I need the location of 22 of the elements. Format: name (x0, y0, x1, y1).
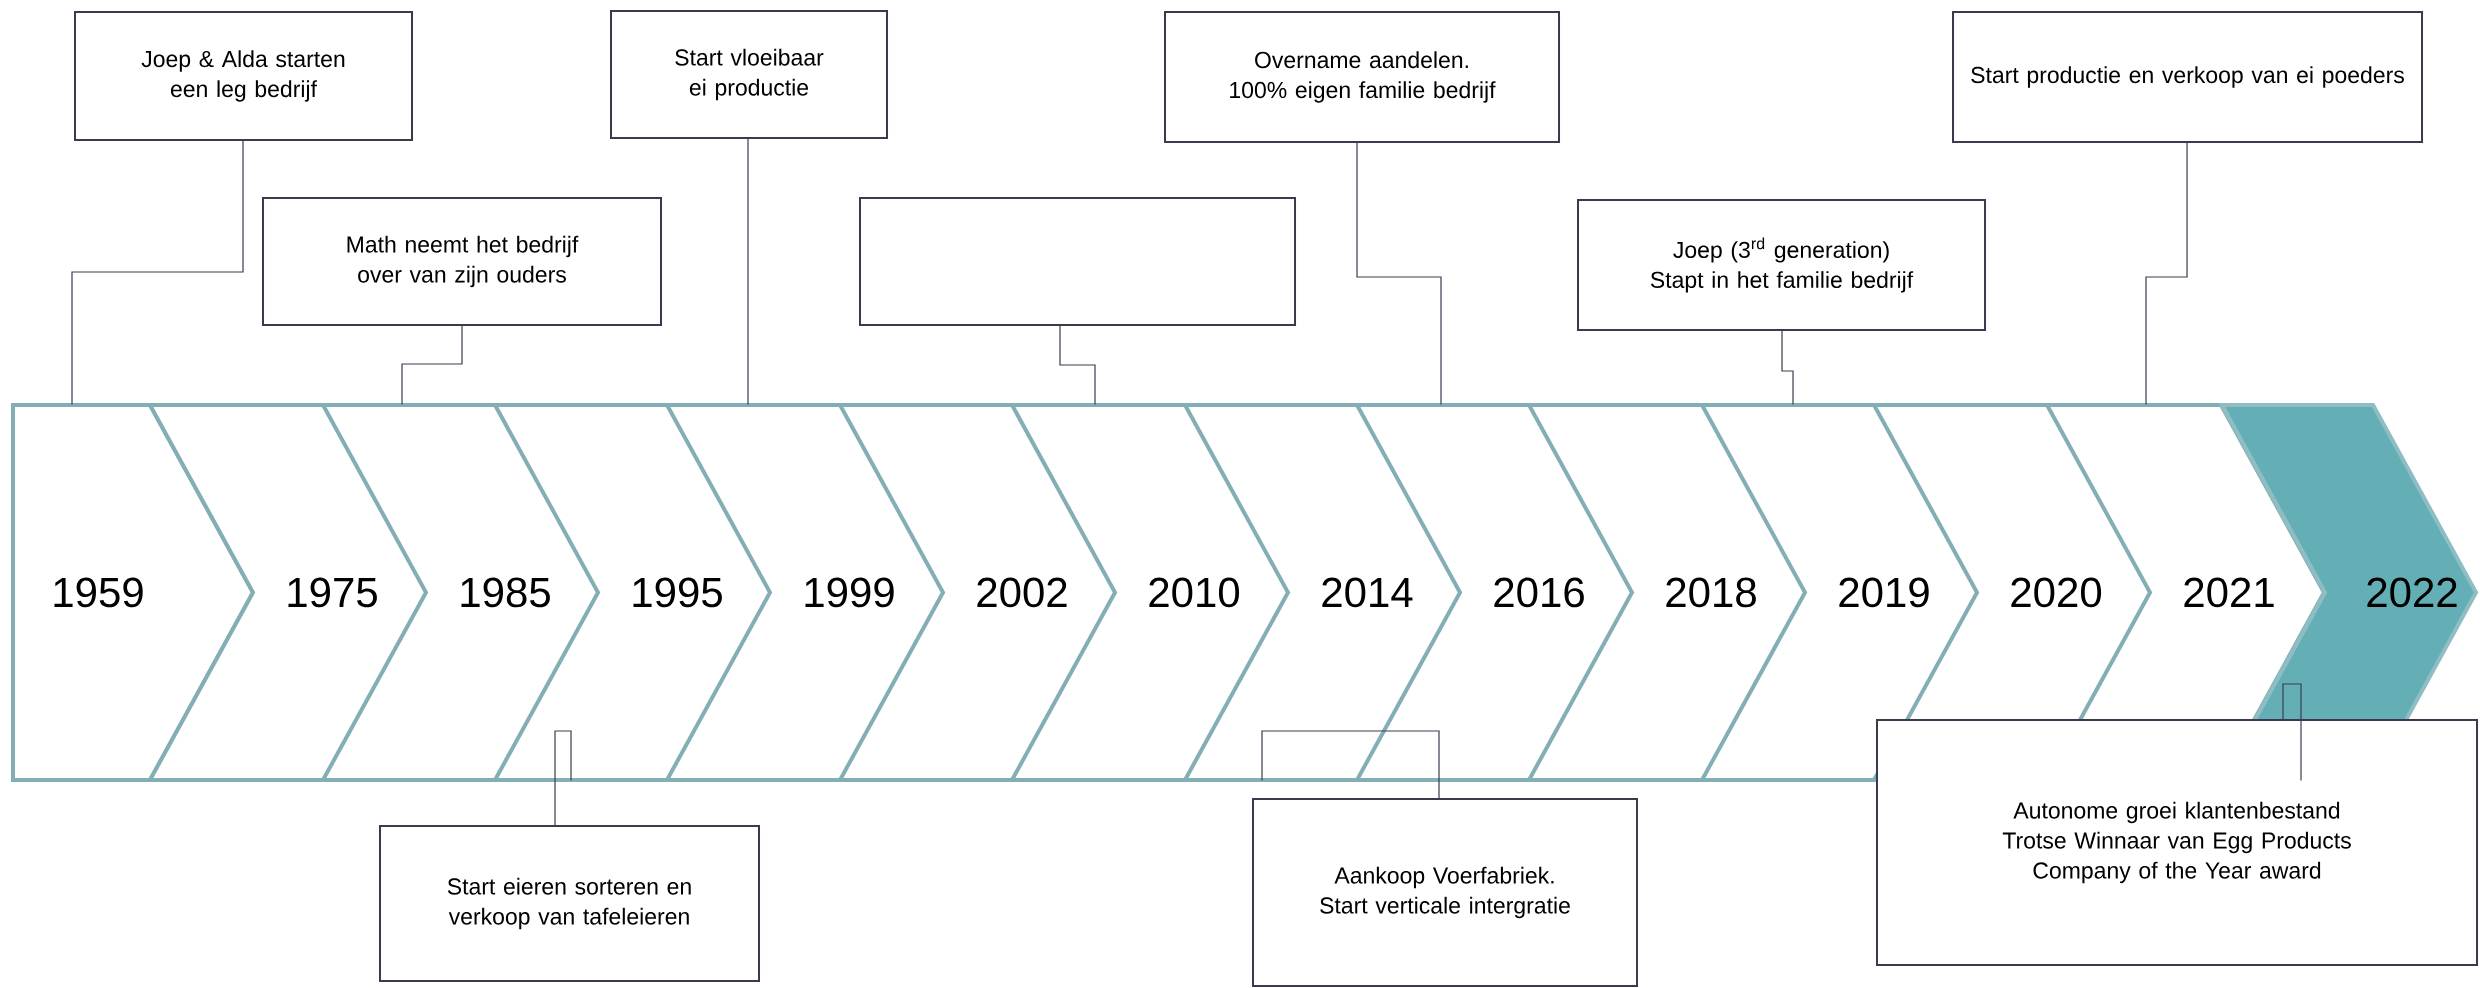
leader-line (2282, 683, 2302, 781)
text-box: Start eieren sorteren en verkoop van tafeleieren (379, 825, 760, 982)
text-box: Joep (3$^{rd}$ generation) Stapt in het familie bedrijf (1577, 199, 1986, 331)
text-box: Start vloeibaar ei productie (610, 10, 888, 139)
text-box: Aankoop Voerfabriek. Start verticale intergratie (1252, 798, 1638, 987)
leader-line (1261, 730, 1440, 799)
leader-line (747, 138, 749, 406)
leader-line (554, 730, 572, 826)
year-segment: 1975 (146, 403, 430, 782)
text-box: Start productie en verkoop van ei poeders (1952, 11, 2423, 143)
text-box: Autonome groei klantenbestand Trotse Winnaar van Egg Products Company of the Year award (1876, 719, 2478, 966)
leader-line (401, 325, 463, 406)
leader-line (1356, 142, 1442, 406)
leader-line (2145, 142, 2188, 406)
empty-box (859, 197, 1296, 326)
year-segment: 1959 (11, 403, 256, 782)
leader-line (1781, 330, 1794, 406)
text-box: Joep & Alda starten een leg bedrijf (74, 11, 413, 141)
leader-line (1059, 325, 1096, 406)
text-box: Math neemt het bedrijf over van zijn ouders (262, 197, 662, 326)
text-box: Overname aandelen. 100% eigen familie bedrijf (1164, 11, 1560, 143)
leader-line (71, 140, 244, 406)
